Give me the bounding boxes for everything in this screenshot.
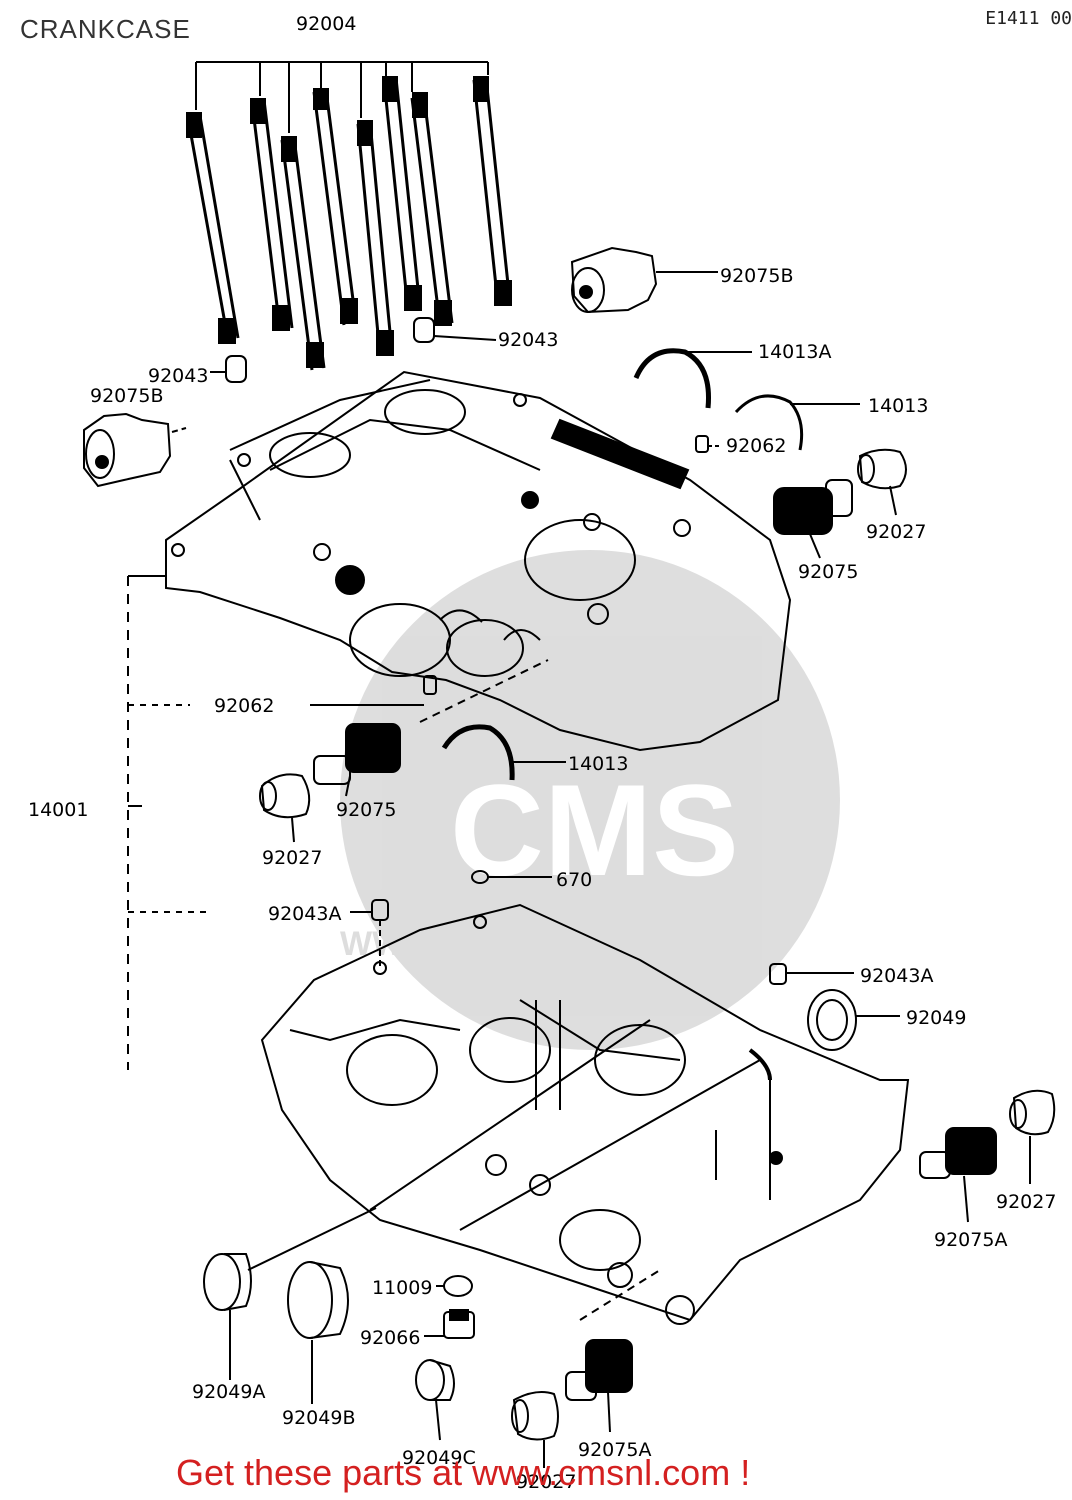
label-92049A: 92049A — [192, 1381, 265, 1403]
upper-crankcase — [165, 370, 792, 752]
dowel-92043-mid — [413, 317, 435, 343]
watermark: CMS WWW.CMSNL.COM — [340, 550, 840, 1050]
thrust-washer-14013-top — [734, 394, 804, 451]
label-92027-lowright: 92027 — [996, 1191, 1056, 1213]
seal-92049 — [807, 989, 857, 1051]
label-92075A-bottom: 92075A — [578, 1439, 651, 1461]
part-labels: 92004 92075B 92043 92043 92075B 14013A 1… — [28, 13, 1056, 1493]
label-14013-mid: 14013 — [568, 753, 628, 775]
washer-11009 — [443, 1275, 473, 1297]
bearing-92027-top — [857, 448, 907, 516]
bushing-92075B-left — [83, 412, 187, 488]
gear-92075A-right — [919, 1127, 997, 1223]
label-14013-top: 14013 — [868, 395, 928, 417]
gear-92075A-bottom — [565, 1269, 661, 1433]
label-92027-bottom: 92027 — [516, 1471, 576, 1493]
dowel-pin-92062-mid — [423, 675, 437, 695]
footer-promo[interactable]: Get these parts at www.cmsnl.com ! — [176, 1452, 751, 1493]
gear-92075-right — [773, 479, 853, 559]
thrust-washer-14013-mid — [441, 724, 515, 781]
seal-92049B — [287, 1261, 349, 1404]
label-92062-mid: 92062 — [214, 695, 274, 717]
label-92075B-top: 92075B — [720, 265, 793, 287]
label-92075-mid: 92075 — [336, 799, 396, 821]
gear-92075-mid — [313, 659, 549, 797]
label-92043A-right: 92043A — [860, 965, 933, 987]
bushing-92075B-top — [570, 246, 718, 314]
label-92049B: 92049B — [282, 1407, 355, 1429]
bearing-92027-lowright — [1009, 1089, 1056, 1184]
label-92049C: 92049C — [402, 1447, 476, 1469]
label-92043-left: 92043 — [148, 365, 208, 387]
label-92049: 92049 — [906, 1007, 966, 1029]
label-92043-mid: 92043 — [498, 329, 558, 351]
watermark-brand: CMS — [450, 757, 739, 903]
label-14001: 14001 — [28, 799, 88, 821]
dowel-pin-92062-top — [695, 435, 709, 453]
label-92027-top: 92027 — [866, 521, 926, 543]
lower-crankcase — [260, 870, 910, 1325]
label-92004: 92004 — [296, 13, 356, 35]
bearing-92027-mid — [259, 773, 311, 843]
bearing-92027-bottom — [511, 1391, 559, 1468]
seal-92049A — [203, 1207, 377, 1380]
watermark-disc — [340, 550, 840, 1050]
parts-art — [83, 61, 1056, 1468]
label-92075B-left: 92075B — [90, 385, 163, 407]
stud-bolts-92004 — [186, 61, 512, 371]
diagram-title: CRANKCASE — [20, 14, 191, 44]
plug-92066 — [424, 1309, 475, 1339]
seal-92049C — [415, 1359, 455, 1441]
label-92075-right: 92075 — [798, 561, 858, 583]
label-92027-mid: 92027 — [262, 847, 322, 869]
dowel-92043-left — [225, 355, 247, 383]
label-92043A-left: 92043A — [268, 903, 341, 925]
label-670: 670 — [556, 869, 592, 891]
label-92062-top: 92062 — [726, 435, 786, 457]
thrust-washer-14013A — [633, 348, 712, 409]
diagram-code: E1411 00 — [985, 8, 1072, 29]
label-14013A: 14013A — [758, 341, 831, 363]
label-92075A-right: 92075A — [934, 1229, 1007, 1251]
label-92066: 92066 — [360, 1327, 420, 1349]
label-11009: 11009 — [372, 1277, 432, 1299]
